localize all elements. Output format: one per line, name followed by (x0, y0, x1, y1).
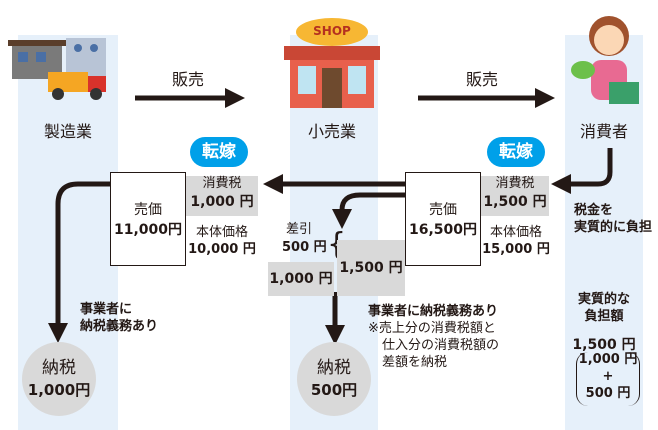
retailer-label: 小売業 (307, 122, 356, 141)
consumer-burden-breakdown: 1,000 円 + 500 円 (576, 352, 640, 406)
consumer-note-line1: 税金を (574, 203, 614, 218)
difference-left-value: 1,000 円 (269, 271, 333, 287)
manufacturer-base-label: 本体価格 (195, 225, 248, 240)
manufacturer-price-box: 売価 11,000円 (110, 172, 186, 266)
shop-sign-text: SHOP (313, 24, 351, 38)
retailer-tax-box: 消費税 1,500 円 (481, 176, 549, 216)
retailer-note-line2: 仕入分の消費税額の (382, 337, 500, 353)
manufacturer-note-line2: 納税義務あり (80, 318, 159, 334)
manufacturer-tax-circle-value: 1,000円 (27, 381, 91, 400)
consumer-burden-part2: 500 円 (585, 385, 631, 401)
difference-right-value: 1,500 円 (339, 260, 403, 276)
retailer-note-line1: ※売上分の消費税額と (368, 320, 496, 336)
retailer-base-label: 本体価格 (489, 225, 542, 240)
manufacturer-price-value: 11,000円 (113, 222, 183, 238)
retailer-tax-circle-label: 納税 (317, 358, 351, 379)
manufacturer-tax-circle: 納税 1,000円 (22, 342, 96, 416)
retailer-base: 本体価格 15,000 円 (476, 225, 556, 259)
consumer-label: 消費者 (579, 122, 628, 141)
consumer-pay-arrow (551, 148, 613, 194)
retailer-tax-circle-value: 500円 (310, 381, 358, 400)
manufacturer-tax-label: 消費税 (202, 176, 242, 191)
difference-left-box: 1,000 円 (268, 262, 334, 296)
manufacturer-tax-box: 消費税 1,000 円 (186, 176, 258, 216)
difference-right-box: 1,500 円 (337, 240, 405, 296)
consumer-burden-plus: + (602, 368, 614, 384)
sale-label-2: 販売 (465, 70, 498, 89)
shop-icon: SHOP (282, 16, 382, 108)
retailer-base-value: 15,000 円 (482, 241, 550, 257)
manufacturer-base-value: 10,000 円 (188, 241, 256, 257)
pass-on-bubble-1: 転嫁 (190, 137, 248, 167)
manufacturer-price-label: 売価 (134, 202, 162, 218)
manufacturer-base: 本体価格 10,000 円 (183, 225, 261, 259)
consumer-icon (565, 10, 645, 110)
manufacturer-note: 事業者に 納税義務あり (80, 302, 158, 336)
consumer-burden-title: 実質的な 負担額 (568, 292, 640, 326)
retailer-price-value: 16,500円 (408, 222, 478, 238)
manufacturer-label: 製造業 (43, 122, 92, 141)
factory-icon (8, 34, 128, 104)
difference-value: 500 円 (282, 240, 327, 255)
pass-on-bubble-2: 転嫁 (487, 137, 545, 167)
consumer-burden-value: 1,500 円 (572, 337, 636, 353)
retailer-tax-label: 消費税 (495, 176, 535, 191)
consumer-burden-part1: 1,000 円 (578, 352, 638, 367)
retailer-note-title: 事業者に納税義務あり (368, 304, 499, 319)
consumer-note: 税金を 実質的に負担 (574, 203, 652, 237)
retailer-note: 事業者に納税義務あり ※売上分の消費税額と 仕入分の消費税額の 差額を納税 (368, 304, 499, 372)
manufacturer-tax-arrow (48, 181, 110, 343)
manufacturer-tax-value: 1,000 円 (190, 193, 254, 210)
retailer-tax-value: 1,500 円 (483, 193, 547, 210)
retailer-price-label: 売価 (429, 202, 457, 218)
difference-arrow (332, 192, 405, 229)
consumer-burden-line2: 負担額 (584, 308, 624, 324)
manufacturer-tax-circle-label: 納税 (42, 358, 76, 379)
consumer-burden-line1: 実質的な (577, 292, 630, 307)
retailer-tax-circle: 納税 500円 (297, 342, 371, 416)
manufacturer-note-line1: 事業者に (80, 302, 133, 317)
retailer-price-box: 売価 16,500円 (405, 172, 481, 266)
sale-label-1: 販売 (171, 70, 204, 89)
consumer-note-line2: 実質的に負担 (574, 219, 653, 235)
difference-label: 差引 (286, 222, 313, 237)
retailer-note-line3: 差額を納税 (382, 354, 448, 370)
